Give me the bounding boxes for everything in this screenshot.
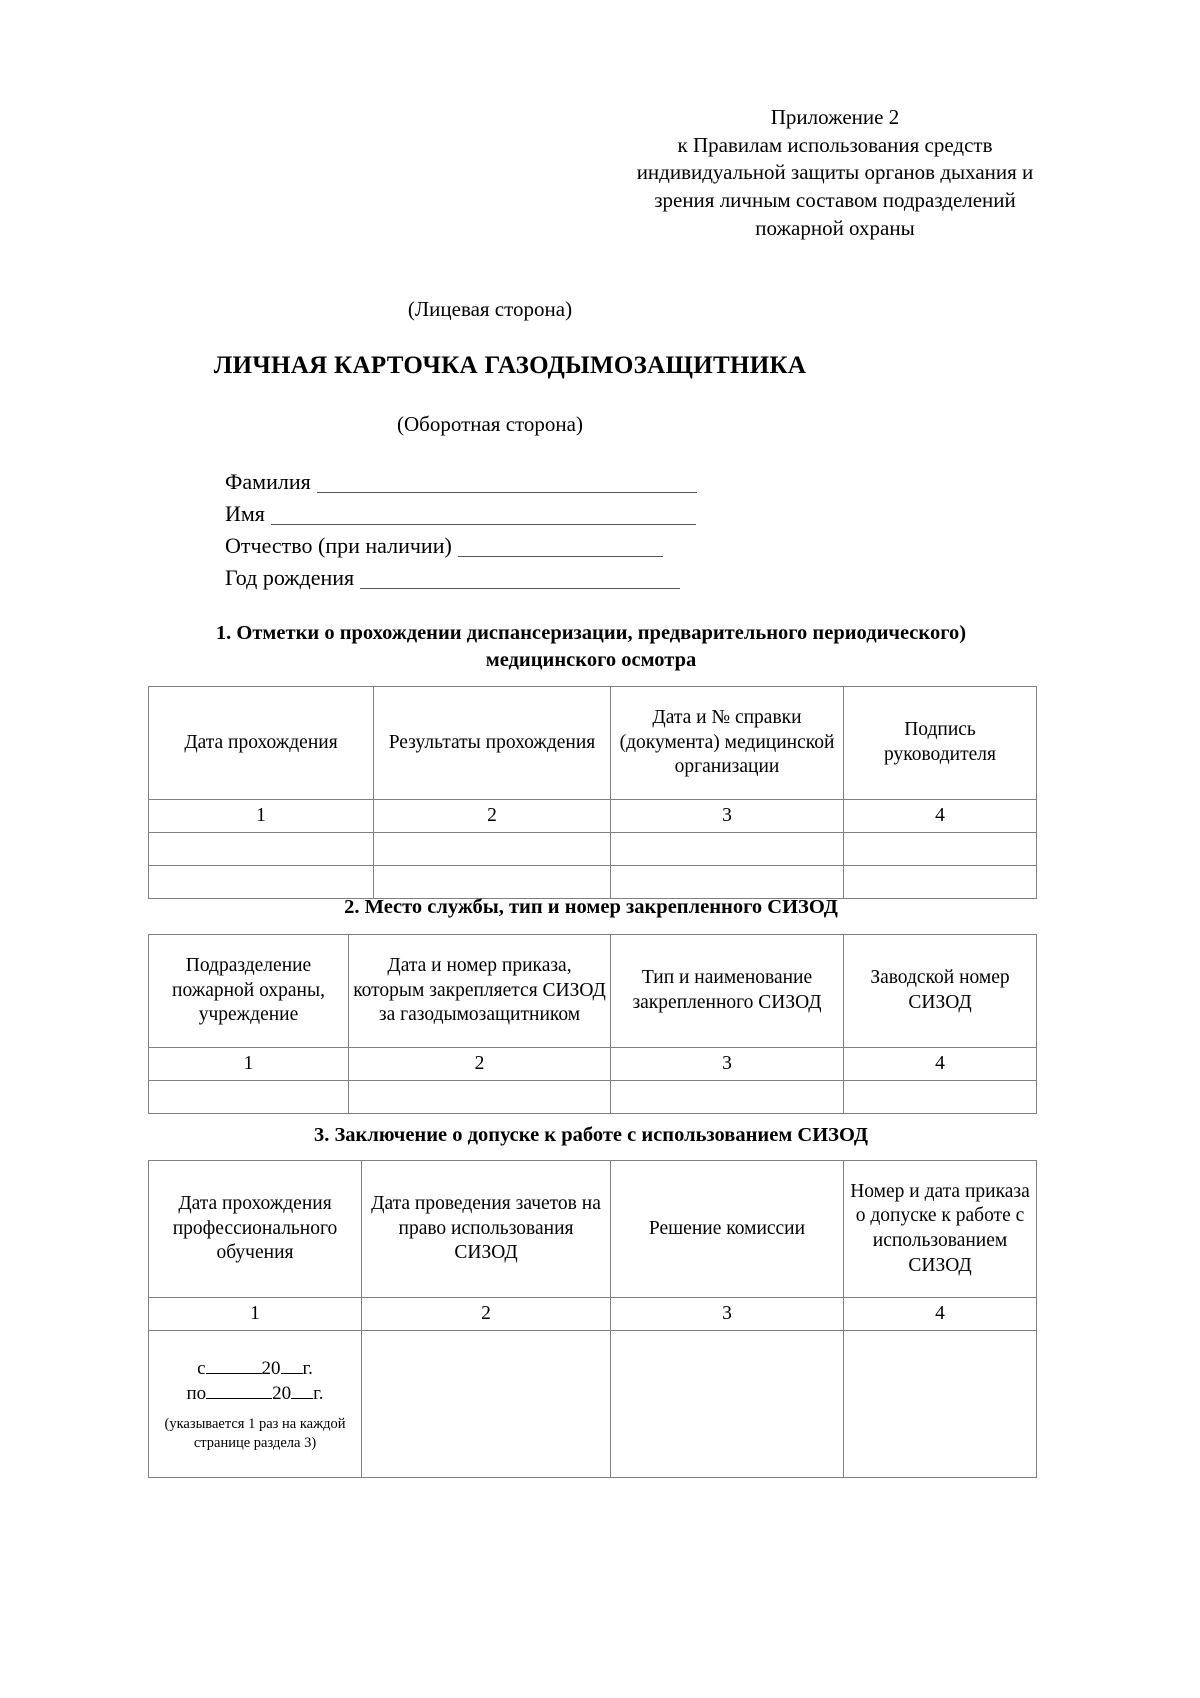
table-cell[interactable] [610,1080,844,1114]
section-2-heading-line1: 2. Место службы, тип и номер закрепленно… [344,896,838,918]
to-prefix-label: по [186,1383,207,1405]
field-input-birthyear[interactable] [360,571,681,589]
field-row-surname: Фамилия [225,466,785,493]
field-row-birthyear: Год рождения [225,562,785,589]
table-header-row: Дата прохождения Результаты прохождения … [148,686,1037,800]
column-header-admission-order: Номер и дата приказа о допуске к работе … [843,1160,1037,1298]
field-input-firstname[interactable] [270,507,696,525]
to-year-label: 20 [272,1383,292,1405]
section-3-heading: 3. Заключение о допуске к работе с испол… [0,1122,1191,1149]
column-header-order-info: Дата и номер приказа, которым закрепляет… [348,934,611,1048]
column-number-4: 4 [843,1297,1037,1331]
to-suffix-label: г. [313,1383,324,1405]
personal-data-fields: Фамилия Имя Отчество (при наличии) Год р… [225,466,785,594]
table-cell[interactable] [348,1080,611,1114]
table-cell[interactable] [843,865,1037,899]
field-label-birthyear: Год рождения [225,565,355,590]
table-cell[interactable] [373,865,611,899]
table-column-number-row: 1 2 3 4 [148,799,1037,833]
field-input-surname[interactable] [316,475,697,493]
column-number-2: 2 [348,1047,611,1081]
appendix-line-3: индивидуальной защиты органов дыхания и [636,160,1034,185]
section-3-heading-line1: 3. Заключение о допуске к работе с испол… [313,1124,869,1146]
table-row[interactable] [148,832,1037,866]
page-title: ЛИЧНАЯ КАРТОЧКА ГАЗОДЫМОЗАЩИТНИКА [213,352,807,379]
table-cell[interactable] [843,1080,1037,1114]
from-prefix-label: с [197,1357,206,1379]
field-label-firstname: Имя [225,501,265,526]
work-admission-table: Дата прохождения профессионального обуче… [148,1160,1037,1478]
column-header-manager-signature: Подпись руководителя [843,686,1037,800]
front-side-caption: (Лицевая сторона) [407,297,573,321]
table-row[interactable] [148,1080,1037,1114]
table-header-row: Подразделение пожарной охраны, учреждени… [148,934,1037,1048]
column-number-1: 1 [148,1297,362,1331]
column-number-2: 2 [361,1297,611,1331]
table-cell[interactable] [373,832,611,866]
from-year-blank[interactable] [280,1358,303,1374]
service-location-table: Подразделение пожарной охраны, учреждени… [148,934,1037,1114]
table-cell[interactable] [843,1330,1037,1478]
table-cell[interactable] [610,865,844,899]
table-column-number-row: 1 2 3 4 [148,1047,1037,1081]
column-number-3: 3 [610,1047,844,1081]
table-row[interactable] [148,865,1037,899]
column-number-1: 1 [148,1047,349,1081]
section-1-heading-line1: 1. Отметки о прохождении диспансеризации… [215,622,967,644]
appendix-reference-block: Приложение 2 к Правилам использования ср… [600,104,1070,243]
training-period-note: (указывается 1 раз на каждой странице ра… [164,1415,346,1451]
column-header-training-date: Дата прохождения профессионального обуче… [148,1160,362,1298]
table-cell[interactable] [148,832,374,866]
from-date-blank[interactable] [205,1358,262,1374]
field-row-patronymic: Отчество (при наличии) [225,530,785,557]
to-year-blank[interactable] [291,1383,314,1400]
column-header-sizod-type: Тип и наименование закрепленного СИЗОД [610,934,844,1048]
table-cell[interactable] [148,1080,349,1114]
table-cell[interactable] [610,832,844,866]
field-row-firstname: Имя [225,498,785,525]
training-period-cell[interactable]: с 20 г. по 20 г. (указывается 1 раз на каждо… [148,1330,362,1478]
column-number-3: 3 [610,1297,844,1331]
column-header-exam-date: Дата прохождения [148,686,374,800]
appendix-line-2: к Правилам использования средств [677,132,993,157]
column-number-4: 4 [843,1047,1037,1081]
column-number-1: 1 [148,799,374,833]
table-cell[interactable] [361,1330,611,1478]
medical-examination-table: Дата прохождения Результаты прохождения … [148,686,1037,899]
training-period-to[interactable]: по 20 г. [153,1381,357,1407]
column-number-3: 3 [610,799,844,833]
appendix-line-4: зрения личным составом подразделений [654,188,1016,213]
to-date-blank[interactable] [206,1383,273,1400]
column-number-4: 4 [843,799,1037,833]
back-side-caption: (Оборотная сторона) [397,412,583,436]
column-header-fire-department: Подразделение пожарной охраны, учреждени… [148,934,349,1048]
from-suffix-label: г. [302,1357,313,1379]
table-row[interactable]: с 20 г. по 20 г. (указывается 1 раз на каждо… [148,1330,1037,1478]
field-input-patronymic[interactable] [457,539,663,557]
appendix-line-5: пожарной охраны [755,215,915,240]
section-1-heading-line2: медицинского осмотра [485,648,697,671]
column-header-exam-results: Результаты прохождения [373,686,611,800]
field-label-patronymic: Отчество (при наличии) [225,533,452,558]
section-2-heading: 2. Место службы, тип и номер закрепленно… [0,894,1191,921]
column-number-2: 2 [373,799,611,833]
table-header-row: Дата прохождения профессионального обуче… [148,1160,1037,1298]
appendix-line-1: Приложение 2 [770,105,900,129]
training-period-from[interactable]: с 20 г. [153,1356,357,1382]
table-cell[interactable] [610,1330,844,1478]
table-cell[interactable] [843,832,1037,866]
column-header-commission-decision: Решение комиссии [610,1160,844,1298]
column-header-sizod-serial: Заводской номер СИЗОД [843,934,1037,1048]
table-cell[interactable] [148,865,374,899]
column-header-test-date: Дата проведения зачетов на право использ… [361,1160,611,1298]
field-label-surname: Фамилия [225,469,311,494]
column-header-certificate-info: Дата и № справки (документа) медицинской… [610,686,844,800]
section-1-heading: 1. Отметки о прохождении диспансеризации… [0,620,1191,673]
table-column-number-row: 1 2 3 4 [148,1297,1037,1331]
from-year-label: 20 [261,1357,281,1379]
